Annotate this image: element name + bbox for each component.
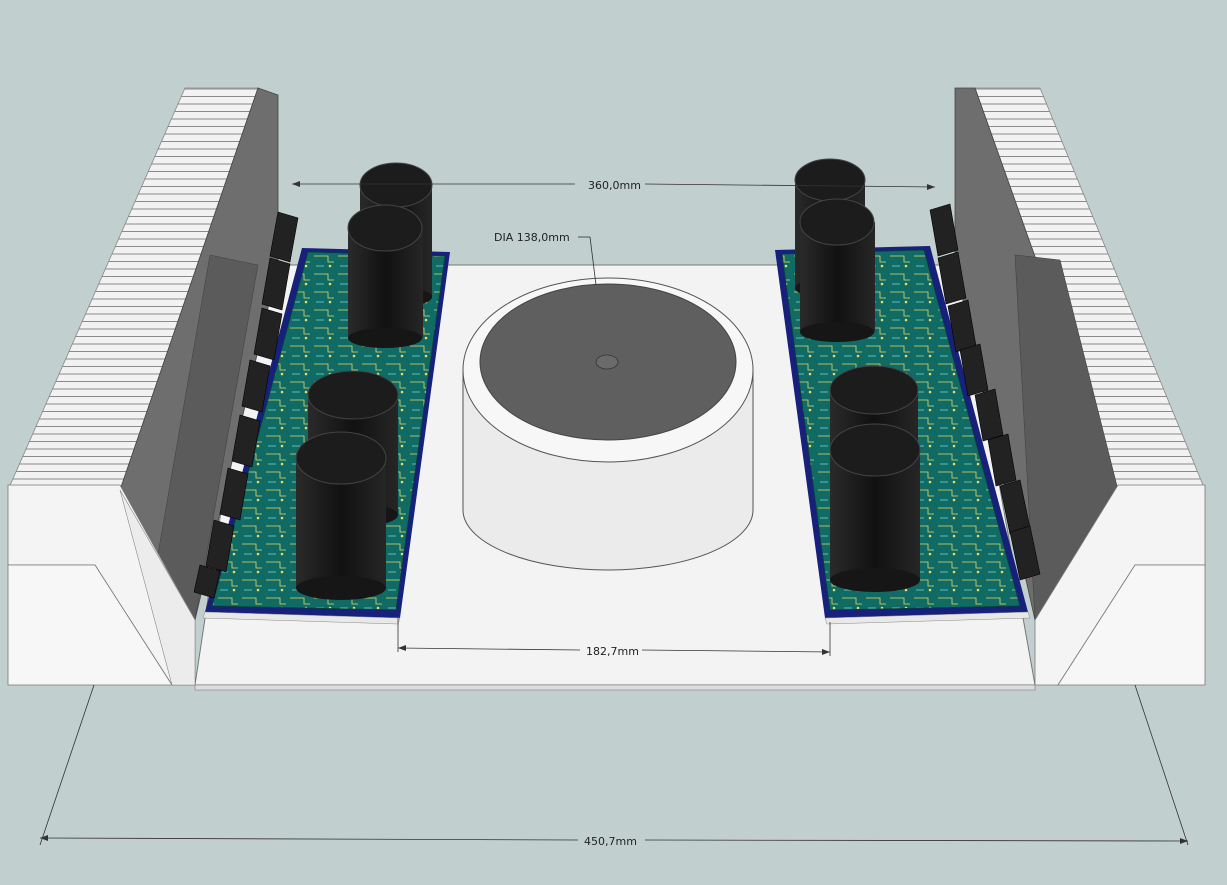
left-amplifier-board (193, 162, 450, 625)
right-amplifier-board (775, 158, 1041, 625)
dimension-label-board-gap: 182,7mm (586, 645, 639, 658)
left-transistor-row (193, 211, 299, 599)
toroidal-transformer (462, 277, 754, 571)
right-heatsink (954, 87, 1206, 686)
dimension-label-inner-width: 360,0mm (588, 179, 641, 192)
dimension-label-diameter: DIA 138,0mm (494, 231, 570, 244)
capacitor (829, 423, 921, 592)
capacitor (799, 198, 875, 342)
dimension-overall-width (39, 684, 1189, 846)
dimension-inner-width (292, 181, 936, 190)
left-heatsink (7, 87, 279, 686)
capacitor (347, 204, 423, 348)
capacitor (295, 431, 387, 600)
dimension-diameter-leader (578, 236, 597, 286)
left-capacitors (295, 162, 433, 600)
dimension-label-overall-width: 450,7mm (584, 835, 637, 848)
dimension-board-gap (397, 618, 831, 656)
transformer-center-hole (595, 354, 619, 370)
right-transistor-row (929, 203, 1041, 581)
right-capacitors (794, 158, 921, 592)
